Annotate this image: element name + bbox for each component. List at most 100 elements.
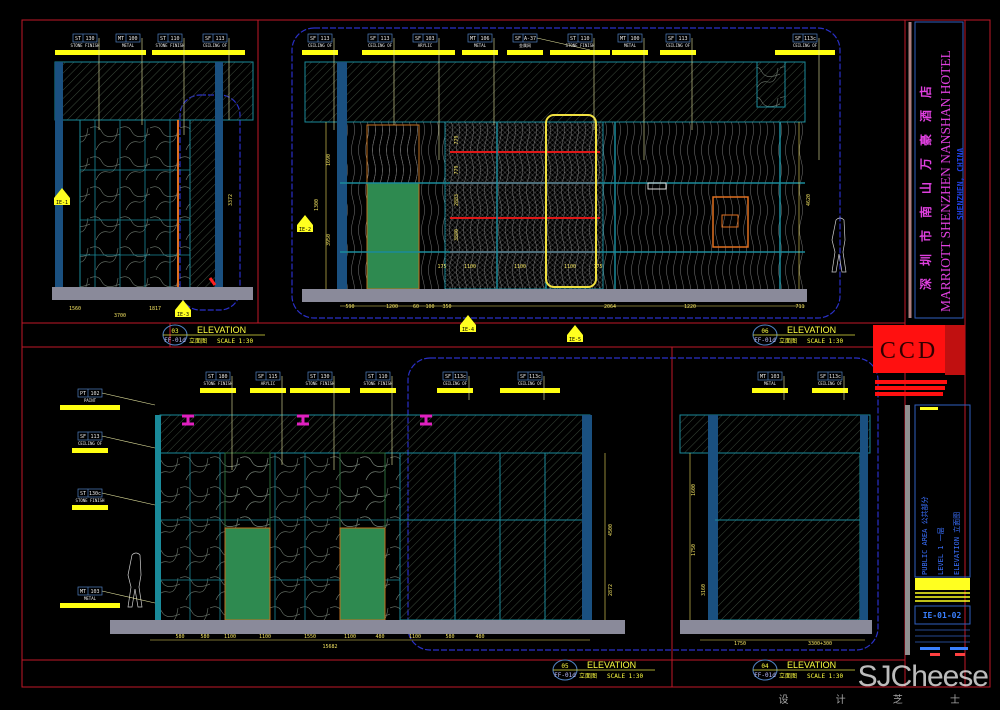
- tag-box: [442, 371, 468, 381]
- tag-number: 100: [630, 36, 639, 42]
- tag-number: 113c: [829, 374, 841, 380]
- dimension-label: 3880: [454, 229, 460, 241]
- tag-code: ST: [310, 374, 316, 380]
- tag-description: STONE FINISH: [364, 381, 393, 386]
- tag-description: PAINT: [84, 398, 97, 403]
- dimension-label: 175: [593, 264, 602, 270]
- tag-code: MT: [760, 374, 766, 380]
- tag-number: 100: [128, 36, 137, 42]
- floor-slab: [52, 287, 253, 300]
- dimension-label: 60: [413, 304, 419, 310]
- elevation-scale: SCALE 1:30: [807, 338, 844, 345]
- dimension-label: 2064: [604, 304, 616, 310]
- tag-number: 113: [90, 434, 99, 440]
- dimension-label: 1200: [386, 304, 398, 310]
- tag-number: 113c: [804, 36, 816, 42]
- dimension-label: 3700: [114, 313, 126, 319]
- door-green: [339, 527, 386, 621]
- elevation-cn: 立面图: [779, 337, 797, 345]
- tag-underline: [72, 448, 108, 453]
- tag-code: SF: [445, 374, 451, 380]
- sheet-number: IE-01-02: [923, 611, 962, 620]
- dimension-label: 480: [375, 634, 384, 640]
- section-arrow-icon: [175, 300, 191, 310]
- section-markers: IE-1IE-2IE-3IE-4IE-5: [54, 188, 583, 343]
- tag-number: 113: [320, 36, 329, 42]
- tag-underline: [60, 603, 120, 608]
- tag-number: A-37: [524, 36, 536, 42]
- tag-number: 113: [380, 36, 389, 42]
- tag-number: 110: [170, 36, 179, 42]
- title-block: 深圳市南山万豪酒店 MARRIOTT SHENZHEN NANSHAN HOTE…: [873, 21, 971, 656]
- tag-description: CEILING OF: [518, 381, 543, 386]
- tag-underline: [360, 388, 396, 393]
- tag-underline: [812, 388, 848, 393]
- tag-box: [202, 33, 228, 43]
- elevation-number: 06: [761, 328, 769, 335]
- tag-box: [307, 371, 333, 381]
- elevation-number: 04: [761, 663, 769, 670]
- dimension-label: 1690: [326, 154, 332, 166]
- dimension-label: 480: [475, 634, 484, 640]
- elevation-heading: ELEVATION: [787, 325, 836, 335]
- dimension-label: 3160: [701, 584, 707, 596]
- elevation-number: 05: [561, 663, 569, 670]
- elevation-ref: FF-01d: [754, 337, 776, 344]
- tag-number: 103: [770, 374, 779, 380]
- tag-underline: [250, 388, 286, 393]
- tag-code: MT: [470, 36, 476, 42]
- tag-number: 113: [215, 36, 224, 42]
- tag-underline: [395, 50, 455, 55]
- tag-code: SF: [515, 36, 521, 42]
- dimension-label: 1100: [409, 634, 421, 640]
- section-marker-label: IE-1: [56, 200, 68, 206]
- tag-code: SF: [795, 36, 801, 42]
- tag-box: [517, 371, 543, 381]
- section-marker: IE-3: [175, 300, 191, 318]
- elevation-heading: ELEVATION: [587, 660, 636, 670]
- tag-code: SF: [820, 374, 826, 380]
- tag-description: STONE FINISH: [566, 43, 595, 48]
- dimension-label: 1300: [314, 199, 320, 211]
- ccd-logo-box: [873, 325, 945, 373]
- section-arrow-icon: [54, 188, 70, 198]
- watermark-brand: SJCheese: [857, 660, 989, 693]
- tag-code: MT: [118, 36, 124, 42]
- tag-number: 130c: [89, 491, 101, 497]
- tag-box: [665, 33, 691, 43]
- tag-box: [72, 33, 98, 43]
- section-marker: IE-5: [567, 325, 583, 343]
- tag-box: [367, 33, 393, 43]
- section-marker: IE-2: [297, 215, 313, 233]
- elevation-heading: ELEVATION: [787, 660, 836, 670]
- tag-underline: [55, 50, 115, 55]
- tag-code: SF: [258, 374, 264, 380]
- tag-underline: [290, 388, 350, 393]
- tag-box: [115, 33, 141, 43]
- dimension-label: 580: [175, 634, 184, 640]
- door-green: [224, 527, 271, 621]
- tag-code: SF: [668, 36, 674, 42]
- tag-underline: [72, 505, 108, 510]
- dimension-label: 4500: [608, 524, 614, 536]
- drawing-label: ELEVATION 立面图: [952, 512, 961, 575]
- tag-box: [412, 33, 438, 43]
- dimension-label: 580: [445, 634, 454, 640]
- tag-number: 110: [580, 36, 589, 42]
- tag-underline: [110, 50, 146, 55]
- elevation-cn: 立面图: [779, 672, 797, 680]
- elevation-ref: FF-01d: [754, 672, 776, 679]
- tag-code: MT: [80, 589, 86, 595]
